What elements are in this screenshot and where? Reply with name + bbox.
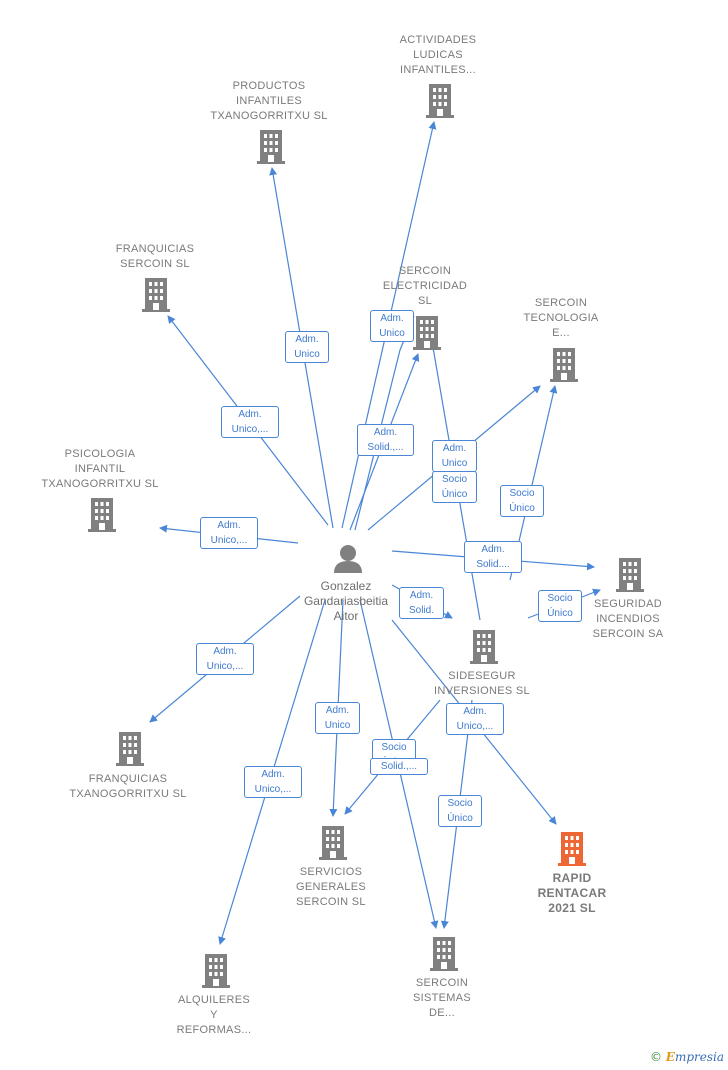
relation-label[interactable]: Adm. Unico,...	[221, 406, 279, 438]
person-name[interactable]: Gonzalez Gandariasbeitia Aitor	[303, 579, 389, 623]
building-icon-actividades[interactable]	[426, 84, 454, 118]
relation-label[interactable]: Adm. Unico	[370, 310, 414, 342]
relation-label[interactable]: Adm. Unico	[315, 702, 360, 734]
company-label-sercoin-tecnologia[interactable]: SERCOIN TECNOLOGIA E...	[523, 297, 599, 339]
relation-label[interactable]: Solid.,...	[370, 758, 428, 775]
company-label-servicios[interactable]: SERVICIOS GENERALES SERCOIN SL	[296, 866, 366, 908]
relation-edge	[354, 315, 415, 531]
company-label-alquileres[interactable]: ALQUILERES Y REFORMAS...	[176, 994, 252, 1036]
company-label-sercoin-electricidad[interactable]: SERCOIN ELECTRICIDAD SL	[382, 265, 468, 307]
relation-label[interactable]: Socio Único	[500, 485, 544, 517]
empresia-logo: © Empresia	[649, 1050, 724, 1064]
building-icon-sercoin-electricidad[interactable]	[413, 316, 441, 350]
relation-label[interactable]: Socio Único	[538, 590, 582, 622]
relation-label[interactable]: Adm. Solid....	[464, 541, 522, 573]
building-icon-franquicias-sercoin[interactable]	[142, 278, 170, 312]
building-icon-franquicias-txano[interactable]	[116, 732, 144, 766]
relation-label[interactable]: Socio Único	[432, 471, 477, 503]
relation-label[interactable]: Adm. Unico,...	[446, 703, 504, 735]
company-label-franquicias-sercoin[interactable]: FRANQUICIAS SERCOIN SL	[115, 243, 195, 270]
relation-label[interactable]: Adm. Unico,...	[200, 517, 258, 549]
company-label-rapid-rentacar[interactable]: RAPID RENTACAR 2021 SL	[537, 871, 607, 915]
building-icon-psicologia[interactable]	[88, 498, 116, 532]
relation-label[interactable]: Adm. Solid.,...	[357, 424, 414, 456]
relation-label[interactable]: Adm. Unico	[432, 440, 477, 472]
relation-label[interactable]: Adm. Unico	[285, 331, 329, 363]
relation-label[interactable]: Adm. Unico,...	[196, 643, 254, 675]
relation-label[interactable]: Adm. Unico,...	[244, 766, 302, 798]
building-icon-seguridad[interactable]	[616, 558, 644, 592]
building-icon-productos[interactable]	[257, 130, 285, 164]
relation-label[interactable]: Adm. Solid.	[399, 587, 444, 619]
company-label-actividades[interactable]: ACTIVIDADES LUDICAS INFANTILES...	[399, 34, 477, 76]
company-label-sercoin-sistemas[interactable]: SERCOIN SISTEMAS DE...	[412, 977, 472, 1019]
building-icon-sercoin-sistemas[interactable]	[430, 937, 458, 971]
building-icon-sidesegur[interactable]	[470, 630, 498, 664]
company-label-productos[interactable]: PRODUCTOS INFANTILES TXANOGORRITXU SL	[210, 80, 328, 122]
building-icon-alquileres[interactable]	[202, 954, 230, 988]
relation-label[interactable]: Socio Único	[438, 795, 482, 827]
company-label-psicologia[interactable]: PSICOLOGIA INFANTIL TXANOGORRITXU SL	[41, 448, 159, 490]
company-label-franquicias-txano[interactable]: FRANQUICIAS TXANOGORRITXU SL	[69, 773, 187, 800]
company-label-seguridad[interactable]: SEGURIDAD INCENDIOS SERCOIN SA	[592, 598, 664, 640]
building-icon-rapid-rentacar[interactable]	[558, 832, 586, 866]
building-icon-servicios[interactable]	[319, 826, 347, 860]
company-label-sidesegur[interactable]: SIDESEGUR INVERSIONES SL	[434, 670, 530, 697]
person-icon[interactable]	[334, 545, 362, 573]
building-icon-sercoin-tecnologia[interactable]	[550, 348, 578, 382]
